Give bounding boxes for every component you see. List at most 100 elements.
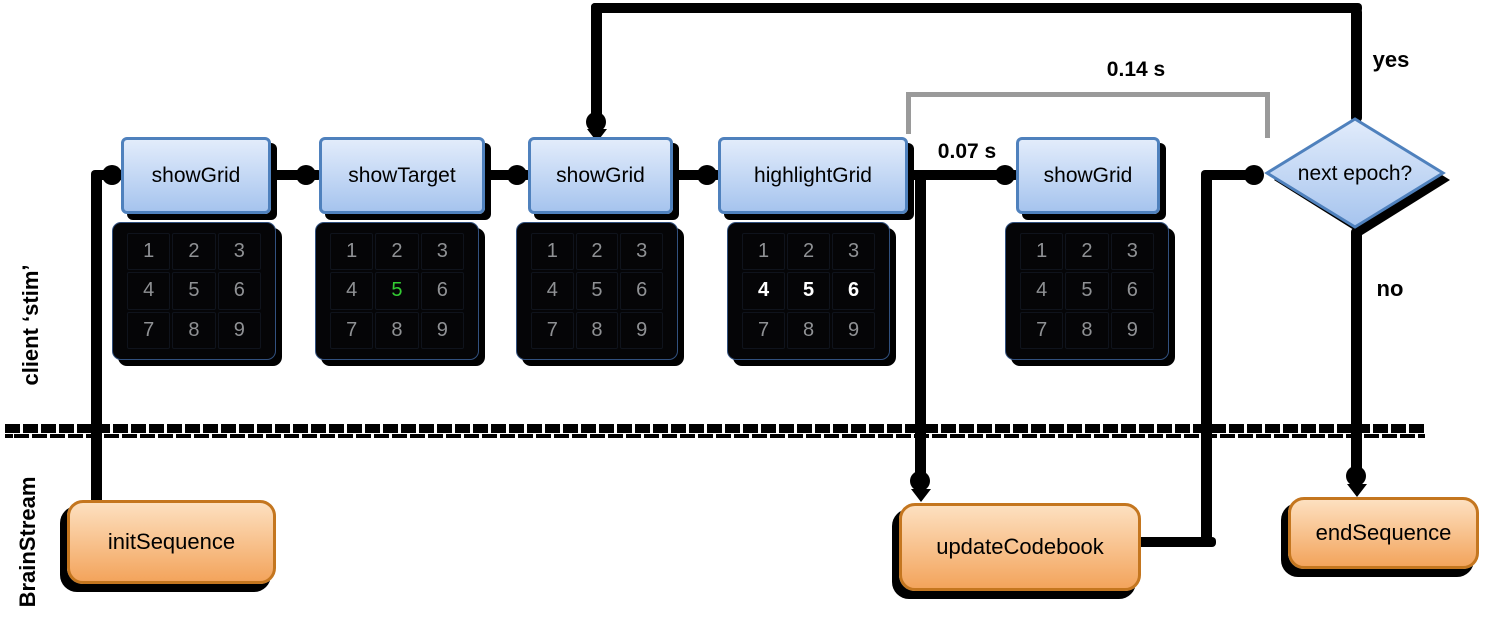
arrowhead-into-updatecodebook [910, 471, 930, 491]
lane-label-client-stim: client ‘stim’ [18, 264, 43, 386]
label-highlight-duration: 0.07 s [937, 140, 997, 163]
edge-showgrid1-to-showtarget [268, 170, 322, 180]
timing-bracket-top [906, 92, 1270, 97]
label-yes: yes [1372, 47, 1410, 72]
arrowhead-tip-updatecodebook [911, 489, 931, 502]
timing-bracket-right [1265, 92, 1270, 138]
keypad-digit-5: 5 [172, 272, 216, 310]
keypad-digit-9: 9 [1110, 311, 1154, 349]
arrowhead-into-highlightgrid [697, 165, 717, 185]
arrowhead-into-decision [1244, 165, 1264, 185]
keypad-digit-8: 8 [787, 311, 830, 349]
timing-bracket-left [906, 92, 911, 134]
keypad-digit-6: 6 [620, 272, 663, 310]
node-show-target: showTarget [319, 137, 485, 214]
node-show-grid-3: showGrid [1016, 137, 1160, 214]
keypad-digit-4: 4 [330, 272, 374, 310]
keypad-digit-3: 3 [1110, 233, 1154, 271]
arrowhead-into-showtarget [296, 165, 316, 185]
edge-updatecodebook-up [1201, 172, 1212, 547]
keypad-digit-2: 2 [1065, 233, 1109, 271]
event-init-sequence-label: initSequence [107, 529, 236, 554]
edge-highlightgrid-to-showgrid3 [905, 170, 1019, 180]
keypad-digit-7: 7 [1020, 311, 1064, 349]
edge-decision-yes-up [1351, 8, 1362, 122]
keypad-digit-9: 9 [832, 311, 875, 349]
keypad-digit-1: 1 [127, 233, 171, 271]
keypad-digit-3: 3 [620, 233, 663, 271]
keypad-digit-4: 4 [531, 272, 574, 310]
keypad-digit-9: 9 [217, 311, 261, 349]
node-show-grid-2-label: showGrid [556, 163, 645, 187]
edge-yes-loop-down [591, 3, 602, 129]
edge-decision-no-down [1351, 228, 1362, 480]
keypad-digit-2: 2 [375, 233, 419, 271]
edge-into-decision [1201, 170, 1256, 180]
edge-yes-loop-top [591, 3, 1362, 13]
node-highlight-grid: highlightGrid [718, 137, 908, 214]
keypad-digit-3: 3 [217, 233, 261, 271]
keypad-digit-3: 3 [420, 233, 464, 271]
keypad-digit-5: 5 [787, 272, 830, 310]
keypad-digit-2: 2 [575, 233, 619, 271]
event-init-sequence: initSequence [67, 500, 276, 584]
edge-init-to-showgrid-vertical [91, 172, 102, 504]
decision-label: next epoch? [1297, 161, 1413, 185]
arrowhead-into-showgrid-2 [507, 165, 527, 185]
keypad-digit-4: 4 [742, 272, 785, 310]
arrowhead-into-showgrid-1 [102, 165, 122, 185]
label-cycle-duration: 0.14 s [1106, 58, 1166, 81]
keypad-digit-7: 7 [330, 311, 374, 349]
keypad-digit-6: 6 [1110, 272, 1154, 310]
lane-divider-dashes-2 [5, 434, 1425, 438]
event-update-codebook-label: updateCodebook [936, 534, 1104, 559]
keypad-digit-7: 7 [127, 311, 171, 349]
keypad-digit-1: 1 [531, 233, 574, 271]
keypad-digit-9: 9 [420, 311, 464, 349]
node-show-target-label: showTarget [348, 163, 456, 187]
keypad-digit-5: 5 [575, 272, 619, 310]
node-show-grid-1: showGrid [121, 137, 271, 214]
keypad-digit-8: 8 [172, 311, 216, 349]
keypad-digit-4: 4 [127, 272, 171, 310]
arrowhead-into-showgrid-3 [995, 165, 1015, 185]
keypad-digit-7: 7 [742, 311, 785, 349]
label-no: no [1376, 276, 1404, 301]
keypad-digit-6: 6 [832, 272, 875, 310]
keypad-digit-8: 8 [575, 311, 619, 349]
lane-divider [5, 424, 1425, 440]
keypad-digit-2: 2 [172, 233, 216, 271]
decision-diamond-shape [1264, 117, 1450, 235]
edge-showtarget-to-showgrid2 [482, 170, 531, 180]
event-update-codebook: updateCodebook [899, 503, 1141, 591]
arrowhead-into-showgrid-2-top [586, 112, 606, 132]
keypad-digit-7: 7 [531, 311, 574, 349]
edge-showgrid2-to-highlightgrid [670, 170, 721, 180]
decision-diamond [1258, 112, 1458, 242]
keypad-digit-8: 8 [1065, 311, 1109, 349]
keypad-digit-6: 6 [217, 272, 261, 310]
node-show-grid-1-label: showGrid [151, 163, 241, 187]
keypad-digit-9: 9 [620, 311, 663, 349]
keypad-digit-1: 1 [1020, 233, 1064, 271]
keypad-digit-1: 1 [742, 233, 785, 271]
keypad-digit-5: 5 [375, 272, 419, 310]
keypad-digit-4: 4 [1020, 272, 1064, 310]
event-end-sequence-label: endSequence [1315, 520, 1452, 545]
arrowhead-into-endsequence [1346, 466, 1366, 486]
node-show-grid-2: showGrid [528, 137, 673, 214]
keypad-digit-2: 2 [787, 233, 830, 271]
edge-updatecodebook-out [1136, 537, 1216, 547]
keypad-digit-5: 5 [1065, 272, 1109, 310]
node-highlight-grid-label: highlightGrid [754, 163, 872, 187]
keypad-digit-1: 1 [330, 233, 374, 271]
keypad-digit-8: 8 [375, 311, 419, 349]
keypad-digit-6: 6 [420, 272, 464, 310]
event-end-sequence: endSequence [1288, 497, 1479, 569]
